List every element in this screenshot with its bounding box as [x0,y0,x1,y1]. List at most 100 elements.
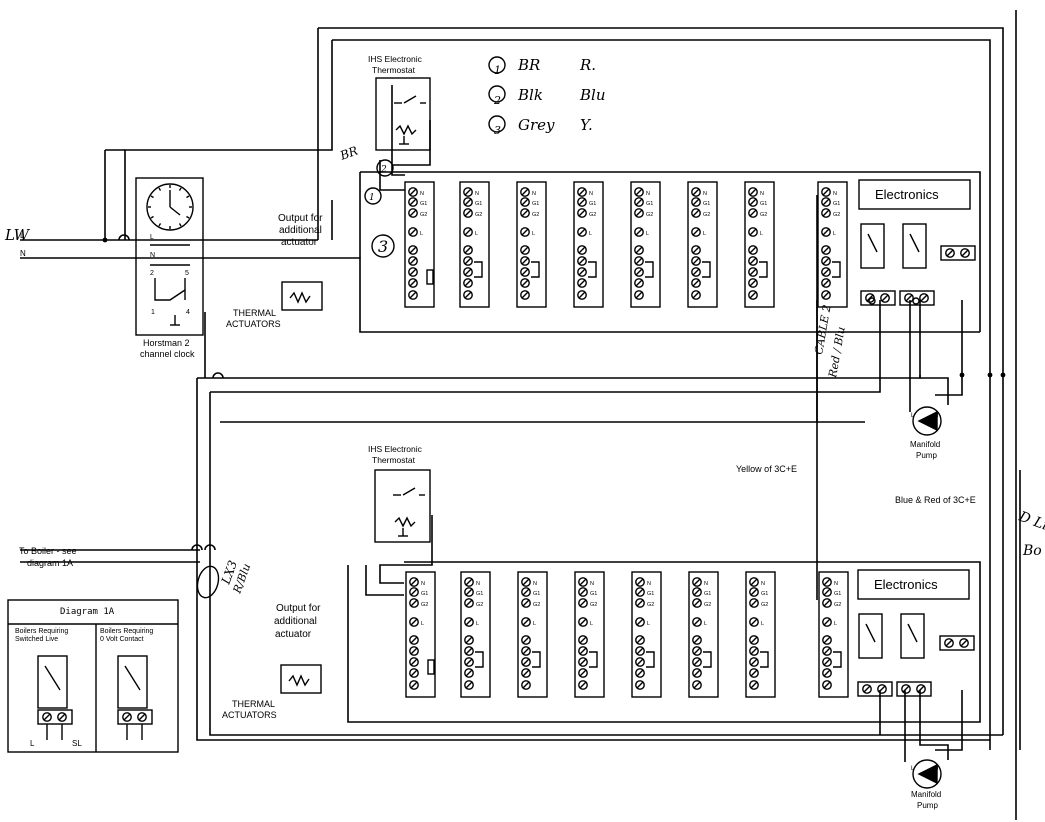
terminal-slot [635,188,643,196]
terminal-screw [520,208,530,218]
terminal-screw [577,267,587,277]
terminal-letter: L [475,231,478,237]
terminal-slot [578,209,586,217]
terminal-screw [821,245,831,255]
terminal-screw [42,712,52,722]
actuator-label: THERMAL [233,308,276,318]
terminal-slot [960,639,968,647]
terminal-screw [463,197,473,207]
actuator-label: THERMAL [232,699,275,709]
boiler-label: diagram 1A [27,558,73,568]
diagram-1a-l: L [30,739,35,748]
terminal-slot [823,681,831,689]
legend-num: 2 [493,94,501,107]
terminal-slot [749,209,757,217]
lower-bar-frame [347,561,981,723]
terminal-slot [692,188,700,196]
terminal-letter: L [704,621,707,627]
terminal-screw [521,617,531,627]
terminal-screw [945,248,955,258]
terminal-screw [880,293,890,303]
terminal-screw [862,684,872,694]
clock-tick [186,215,190,219]
terminal-screw [821,187,831,197]
terminal-letter: N [833,191,837,197]
terminal-slot [822,279,830,287]
terminal-letter: G2 [590,602,597,608]
output-label: Output for [278,213,323,224]
terminal-screw [692,635,702,645]
dot [868,297,876,305]
terminal-screw [463,245,473,255]
clock-name: channel clock [140,349,195,359]
terminal-screw [578,587,588,597]
terminal-slot [693,599,701,607]
relay-contact [124,665,141,691]
pump-arrow [917,410,938,432]
boiler-label: To Boiler - see [19,546,77,556]
link-strap [832,261,841,278]
outer-left-drop-2 [124,40,333,240]
terminal-slot [522,588,530,596]
terminal-screw [634,290,644,300]
terminal-screw [520,227,530,237]
actuator-label: ACTUATORS [222,710,277,720]
output-label: additional [279,225,322,236]
legend-colour-b: Blu [579,86,605,104]
diagram-1a-sl: SL [72,739,82,748]
terminal-screw [822,587,832,597]
thermal-actuator-box [281,281,323,311]
terminal-letter: L [833,231,836,237]
zone-terminal-block [405,571,436,698]
terminal-screw [822,668,832,678]
terminal-screw [520,290,530,300]
terminal-slot [521,198,529,206]
terminal-slot [522,618,530,626]
terminal-slot [58,713,66,721]
components [7,56,976,789]
pump-terminal: N [934,413,938,419]
thermostat-wire [379,515,433,584]
diagram-1a-heading: Boilers Requiring [15,628,68,635]
terminal-letter: N [760,191,764,197]
terminal-screw [691,187,701,197]
pump-label: Manifold [910,440,940,449]
terminal-screw [822,617,832,627]
terminal-slot [410,599,418,607]
terminal-letter: G1 [834,591,841,597]
terminal-screw [692,598,702,608]
diagram-1a-title: Diagram 1A [60,607,115,617]
terminal-slot [635,257,643,265]
terminal-screw [578,577,588,587]
terminal-screw [463,290,473,300]
terminal-screw [577,278,587,288]
mains-l: L [20,231,25,240]
terminal-slot [823,669,831,677]
terminal-letter: G2 [421,602,428,608]
zone-terminal-block [630,181,661,308]
terminal-slot [579,669,587,677]
pump-label: Pump [916,451,937,460]
terminal-screw [409,617,419,627]
terminal-letter: G2 [475,212,482,218]
terminal-slot [692,268,700,276]
terminal-letter: N [590,581,594,587]
terminal-slot [750,669,758,677]
terminal-screw [822,646,832,656]
terminal-letter: G1 [589,201,596,207]
terminal-slot [823,636,831,644]
terminal-letter: G1 [646,201,653,207]
terminal-screw [691,227,701,237]
terminal-screw [521,598,531,608]
terminal-slot [464,198,472,206]
link-strap [646,651,655,668]
link-strap [589,651,598,668]
terminal-pair [857,681,893,697]
zone-terminal-block [574,571,605,698]
thermostat-box [375,77,431,151]
terminal-slot [521,228,529,236]
terminal-letter: G1 [532,201,539,207]
terminal-screw [634,187,644,197]
terminal-screw [916,684,926,694]
terminal-screw [692,657,702,667]
